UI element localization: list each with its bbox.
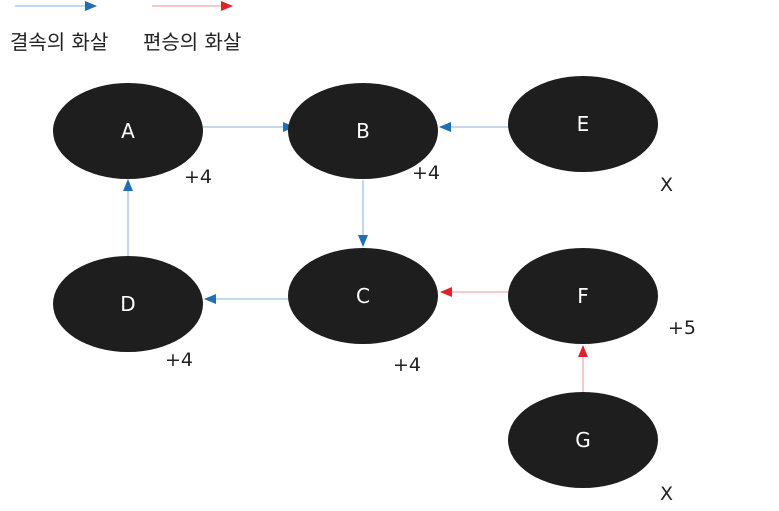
node-e: E bbox=[508, 76, 658, 172]
node-d-label: D bbox=[120, 292, 135, 316]
edges bbox=[123, 122, 588, 400]
node-b-label: B bbox=[356, 119, 370, 143]
node-g: G bbox=[508, 392, 658, 488]
score-f: +5 bbox=[668, 317, 696, 339]
node-a: A bbox=[53, 83, 203, 179]
node-f: F bbox=[508, 248, 658, 344]
score-e: X bbox=[660, 174, 673, 196]
score-g: X bbox=[660, 483, 673, 505]
node-e-label: E bbox=[577, 112, 590, 136]
legend-blue-label: 결속의 화살 bbox=[10, 30, 108, 54]
node-a-label: A bbox=[121, 119, 135, 143]
score-b: +4 bbox=[412, 162, 440, 184]
node-c-label: C bbox=[356, 284, 370, 308]
node-f-label: F bbox=[577, 284, 589, 308]
score-d: +4 bbox=[165, 349, 193, 371]
node-b: B bbox=[288, 83, 438, 179]
node-d: D bbox=[53, 256, 203, 352]
node-c: C bbox=[288, 248, 438, 344]
score-c: +4 bbox=[393, 354, 421, 376]
legend: 결속의 화살 편승의 화살 bbox=[10, 1, 241, 54]
node-g-label: G bbox=[575, 428, 591, 452]
legend-red-label: 편승의 화살 bbox=[143, 30, 241, 54]
score-a: +4 bbox=[184, 166, 212, 188]
